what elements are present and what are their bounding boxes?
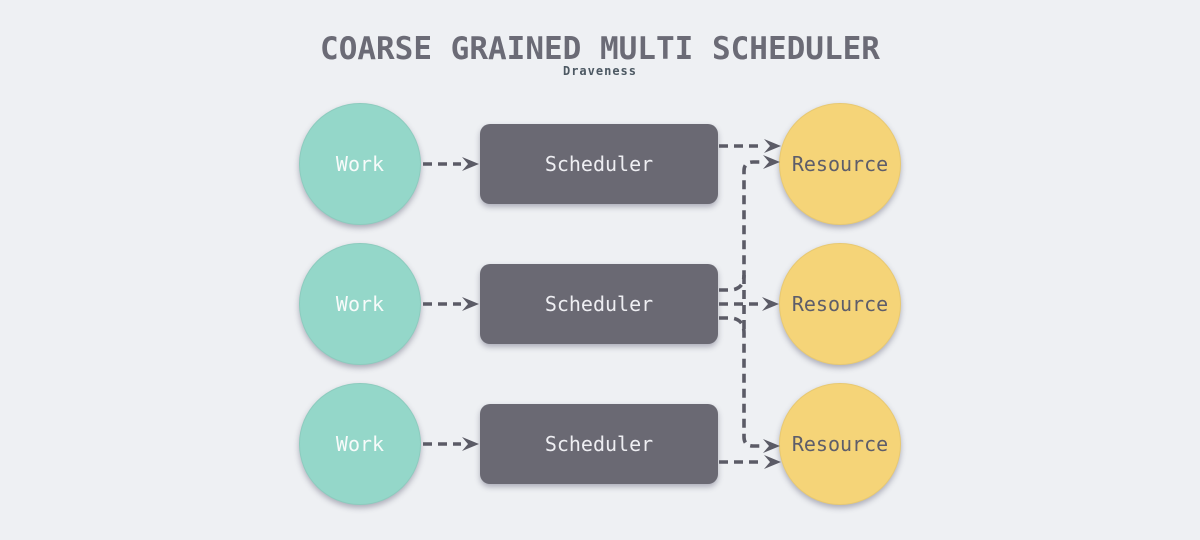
resource-node-2: Resource	[779, 243, 901, 365]
work-node-1: Work	[299, 103, 421, 225]
work-node-3-label: Work	[335, 432, 385, 456]
edge-work1-scheduler1	[423, 157, 479, 171]
edge-work2-scheduler2-arrowhead	[462, 297, 479, 311]
edge-work1-scheduler1-arrowhead	[462, 157, 479, 171]
edge-work2-scheduler2	[423, 297, 479, 311]
edge-scheduler2-resource3-line	[719, 316, 761, 448]
edge-scheduler2-resource1-arrowhead	[763, 155, 780, 169]
work-node-2-label: Work	[335, 292, 385, 316]
edge-scheduler2-resource2-arrowhead	[762, 297, 779, 311]
page-title: COARSE GRAINED MULTI SCHEDULER	[320, 31, 880, 67]
resource-node-2-label: Resource	[791, 292, 889, 316]
edge-work3-scheduler3	[423, 437, 479, 451]
scheduler-node-1-label: Scheduler	[544, 152, 654, 176]
work-node-1-label: Work	[335, 152, 385, 176]
edge-scheduler2-resource2	[719, 297, 779, 311]
edge-scheduler1-resource1	[719, 139, 781, 153]
resource-node-1: Resource	[779, 103, 901, 225]
resource-node-3-label: Resource	[791, 432, 889, 456]
resource-node-3: Resource	[779, 383, 901, 505]
scheduler-node-2-label: Scheduler	[544, 292, 654, 316]
edge-scheduler1-resource1-arrowhead	[764, 139, 781, 153]
edge-scheduler2-resource1-line	[719, 160, 761, 292]
scheduler-node-3-label: Scheduler	[544, 432, 654, 456]
edge-scheduler2-resource1	[719, 155, 780, 292]
scheduler-node-1: Scheduler	[480, 124, 718, 204]
resource-node-1-label: Resource	[791, 152, 889, 176]
edge-scheduler3-resource3-arrowhead	[764, 455, 781, 469]
work-node-2: Work	[299, 243, 421, 365]
page-subtitle: Draveness	[562, 64, 638, 78]
edge-scheduler2-resource3-arrowhead	[763, 439, 780, 453]
scheduler-node-2: Scheduler	[480, 264, 718, 344]
edge-work3-scheduler3-arrowhead	[462, 437, 479, 451]
scheduler-node-3: Scheduler	[480, 404, 718, 484]
work-node-3: Work	[299, 383, 421, 505]
edge-scheduler2-resource3	[719, 275, 780, 453]
edge-scheduler3-resource3	[719, 455, 781, 469]
